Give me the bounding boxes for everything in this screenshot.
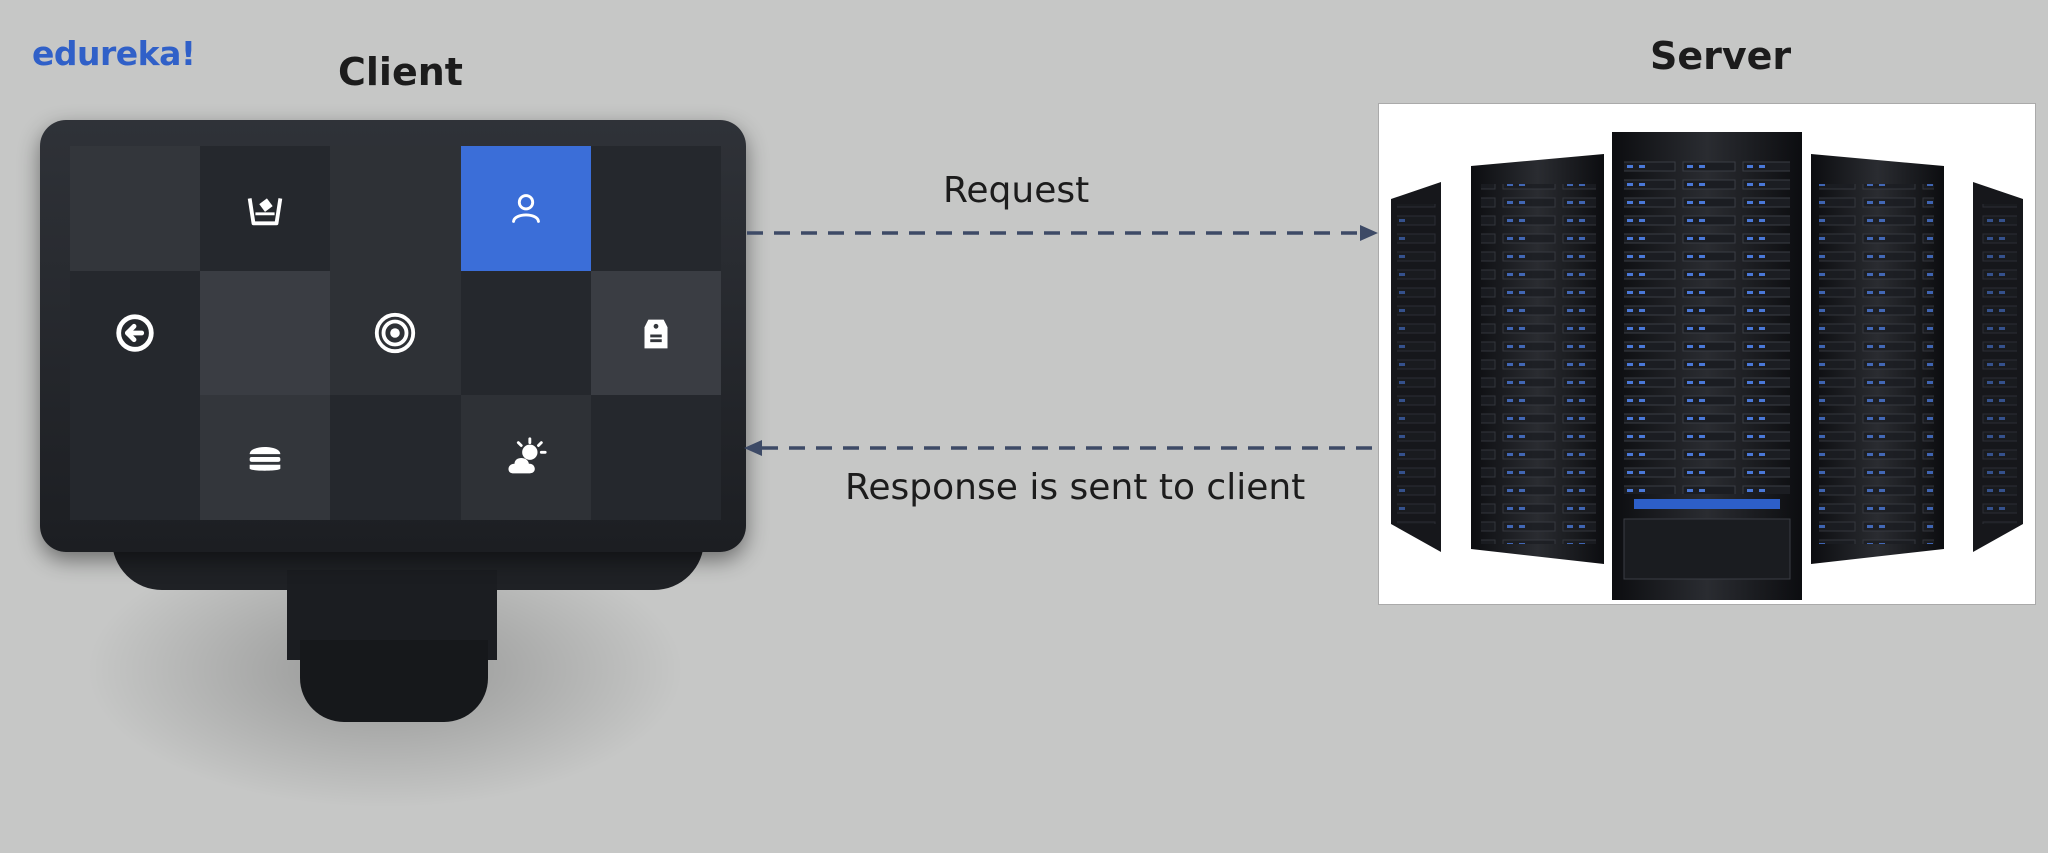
screen-tile [330, 270, 461, 396]
burger-icon [249, 446, 281, 471]
monitor-base [300, 640, 488, 722]
screen-tile [70, 395, 201, 520]
screen-tile [460, 270, 591, 396]
screen-tile [200, 395, 331, 520]
request-arrow [747, 225, 1378, 241]
server-title: Server [1650, 34, 1792, 78]
screen-tile [460, 395, 591, 520]
server-image [1378, 103, 2036, 605]
edureka-logo: edureka! [32, 34, 196, 73]
weather-icon [508, 437, 547, 473]
monitor-screen [70, 146, 721, 520]
screen-tile [590, 395, 721, 520]
response-arrow [744, 440, 1378, 456]
basket-icon [248, 198, 283, 226]
screen-tile [590, 270, 721, 396]
request-label: Request [943, 170, 1090, 211]
screen-tile [330, 395, 461, 520]
screen-tile [70, 146, 201, 271]
response-label: Response is sent to client [845, 467, 1306, 508]
price-tag-icon [644, 319, 668, 349]
screen-tile [590, 146, 721, 271]
logout-icon [116, 314, 154, 352]
target-icon [375, 312, 416, 354]
screen-tile [200, 146, 331, 271]
user-icon [511, 194, 540, 224]
server-racks-icon [1391, 132, 2023, 600]
screen-tile [330, 146, 461, 271]
client-title: Client [338, 50, 463, 94]
screen-tile-active [460, 146, 591, 271]
screen-tile [70, 270, 201, 396]
screen-tile [200, 270, 331, 396]
